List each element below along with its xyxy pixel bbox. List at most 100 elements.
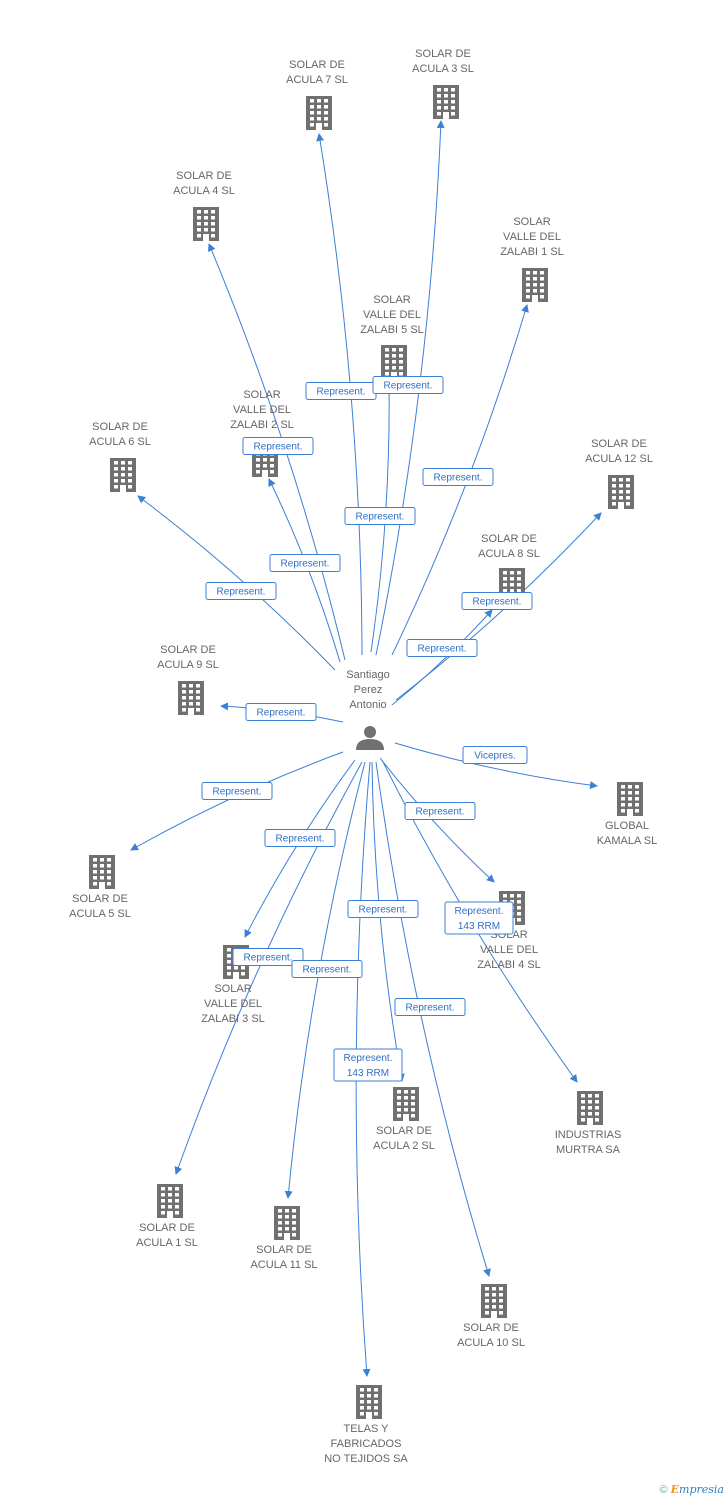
edge-label-industrias: Represent.143 RRM [444,901,514,935]
edge-label-acula6: Represent. [205,582,277,600]
edge-label-box [406,639,478,657]
edge-label-box [404,802,476,820]
building-icon [577,1091,603,1125]
building-icon [274,1206,300,1240]
company-node-acula4[interactable]: SOLAR DE ACULA 4 SL [173,170,235,241]
company-label-line: ACULA 3 SL [412,63,474,75]
company-label-line: VALLE DEL [480,944,538,956]
edge-label-box [291,960,363,978]
edge-label-text: Represent. [213,787,262,798]
company-label-line: NO TEJIDOS SA [324,1453,408,1465]
edge-line-global [394,742,598,790]
company-label-line: KAMALA SL [597,835,658,847]
company-label-line: SOLAR DE [591,438,647,450]
person-name-line: Perez [354,684,383,696]
edge-label-text: Represent. [356,512,405,523]
edge-label-text: Represent. [473,597,522,608]
edge-label-global: Vicepres. [462,746,528,764]
edge-label-text: Represent. [217,587,266,598]
edge-line-valle4 [379,757,495,883]
footer-brand: © Empresia [659,1483,724,1496]
company-label-line: ACULA 4 SL [173,185,235,197]
company-label-line: SOLAR [373,294,410,306]
company-label-line: TELAS Y [343,1423,389,1435]
edge-label-text: Represent. [254,442,303,453]
edge-label-text: 143 RRM [347,1068,389,1079]
building-icon [178,681,204,715]
company-label-line: SOLAR DE [481,533,537,545]
company-label-line: ZALABI 5 SL [360,324,424,336]
edge-label-box [347,900,419,918]
building-icon [157,1184,183,1218]
company-label-line: ACULA 6 SL [89,436,151,448]
edge-label-acula8: Represent. [406,639,478,657]
brand-initial: E [670,1483,680,1496]
edge-label-text: Represent. [455,906,504,917]
company-node-acula8[interactable]: SOLAR DE ACULA 8 SL [478,533,540,602]
building-icon [522,268,548,302]
company-label-line: SOLAR DE [176,170,232,182]
edge-labels: Represent.Represent.Represent.Represent.… [201,376,533,1082]
edge-label-text: Represent. [257,708,306,719]
company-label-line: ACULA 8 SL [478,548,540,560]
company-label-line: VALLE DEL [233,404,291,416]
edge-label-box [461,592,533,610]
edge-label-text: Vicepres. [474,751,516,762]
building-icon [617,782,643,816]
edge-label-box [462,746,528,764]
company-label: SOLAR DE ACULA 4 SL [173,170,235,197]
edge-label-acula5: Represent. [201,782,273,800]
building-icon [356,1385,382,1419]
edge-label-box [344,507,416,525]
company-label-line: INDUSTRIAS [555,1129,622,1141]
person-icon [356,726,384,750]
company-node-telas[interactable]: TELAS Y FABRICADOS NO TEJIDOS SA [324,1385,408,1465]
edge-label-valle1: Represent. [422,468,494,486]
edge-line-acula2 [371,761,405,1082]
edge-label-text: Represent. [276,834,325,845]
edge-label-text: Represent. [244,953,293,964]
edge-label-text: Represent. [416,807,465,818]
edge-label-box [264,829,336,847]
edge-label-text: Represent. [281,559,330,570]
company-label-line: ACULA 9 SL [157,659,219,671]
edge-label-acula3: Represent. [372,376,444,394]
building-icon [608,475,634,509]
edge-label-text: Represent. [344,1053,393,1064]
company-label-line: SOLAR DE [289,59,345,71]
edge-label-text: Represent. [384,381,433,392]
edge-label-box [444,901,514,935]
company-label-line: FABRICADOS [331,1438,402,1450]
company-label-line: SOLAR DE [72,893,128,905]
building-icon [193,207,219,241]
